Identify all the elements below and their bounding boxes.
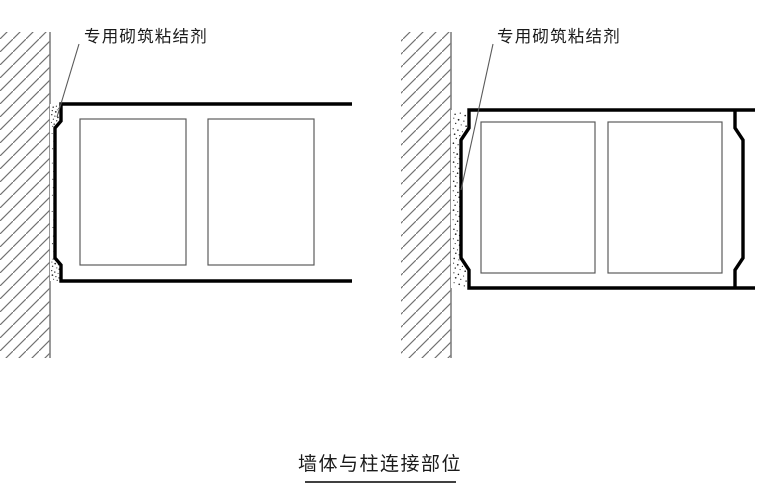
adhesive-label-right: 专用砌筑粘结剂 xyxy=(497,27,621,46)
wall-hatch-right xyxy=(401,32,451,358)
block-cavity xyxy=(607,121,723,274)
leader-line-right xyxy=(460,43,494,191)
leader-line-left xyxy=(56,43,80,118)
block-outline-right xyxy=(459,108,755,290)
block-cavity xyxy=(480,121,596,274)
detail-left xyxy=(0,32,352,358)
adhesive-label-left: 专用砌筑粘结剂 xyxy=(84,27,208,46)
drawing-caption: 墙体与柱连接部位 xyxy=(298,453,462,475)
detail-right xyxy=(401,32,755,358)
wall-hatch-left xyxy=(0,32,50,358)
block-outline-left xyxy=(53,102,352,283)
block-right-notch xyxy=(733,110,745,288)
block-cavity xyxy=(207,118,315,266)
block-cavity xyxy=(79,118,187,266)
